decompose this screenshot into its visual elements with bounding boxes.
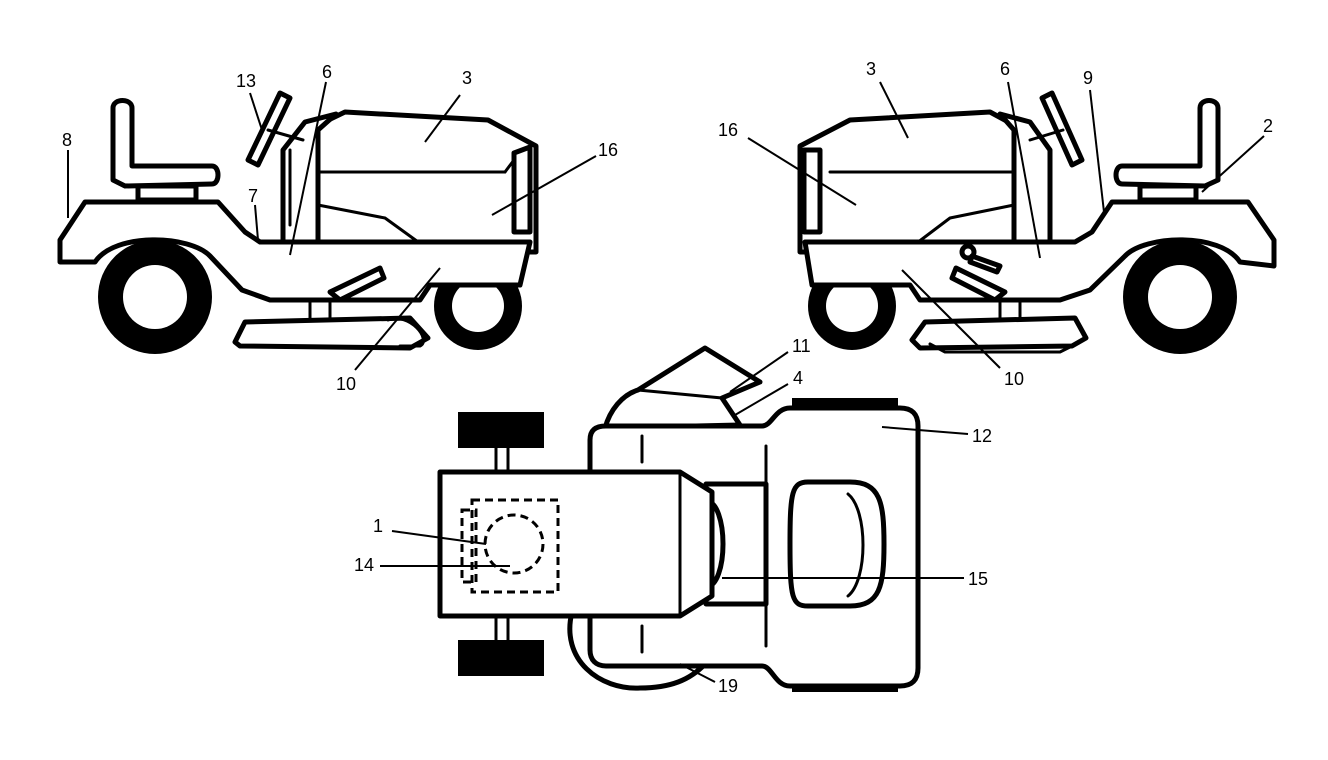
left-view-hood bbox=[315, 109, 539, 255]
leader-left-16 bbox=[491, 155, 597, 216]
callout-right-16: 16 bbox=[718, 120, 738, 140]
leader-right-10 bbox=[901, 269, 1001, 369]
callout-left-7: 7 bbox=[248, 186, 258, 206]
top-view-grass-chute bbox=[602, 345, 763, 431]
callout-right-10: 10 bbox=[1004, 369, 1024, 389]
callout-left-8: 8 bbox=[62, 130, 72, 150]
callout-left-13: 13 bbox=[236, 71, 256, 91]
leader-left-10 bbox=[354, 267, 441, 371]
leader-top-11 bbox=[729, 351, 789, 393]
callout-top-12: 12 bbox=[972, 426, 992, 446]
right-view-hood bbox=[797, 109, 1017, 255]
leader-left-3 bbox=[424, 94, 461, 143]
leader-left-7 bbox=[254, 204, 259, 241]
callout-top-1: 1 bbox=[373, 516, 383, 536]
leader-lines bbox=[67, 81, 1265, 683]
callout-labels: 13 6 3 16 8 7 10 3 6 9 2 16 10 11 4 12 1… bbox=[62, 59, 1273, 696]
left-view-seat bbox=[110, 98, 221, 189]
callout-right-6: 6 bbox=[1000, 59, 1010, 79]
callout-top-15: 15 bbox=[968, 569, 988, 589]
right-view-seat bbox=[1113, 98, 1221, 189]
callout-top-11: 11 bbox=[792, 336, 811, 356]
callout-top-14: 14 bbox=[354, 555, 374, 575]
left-view-body bbox=[57, 199, 533, 303]
leader-right-9 bbox=[1089, 89, 1105, 213]
leader-right-16 bbox=[747, 137, 857, 206]
callout-top-19: 19 bbox=[718, 676, 738, 696]
top-view bbox=[437, 345, 921, 692]
leader-top-12 bbox=[881, 426, 969, 435]
leader-left-13 bbox=[249, 92, 263, 131]
leader-top-1 bbox=[391, 530, 487, 545]
top-view-rear-tire-bottom bbox=[458, 640, 544, 676]
top-view-rear-tire-top bbox=[458, 412, 544, 448]
leader-right-6 bbox=[1007, 81, 1041, 259]
callout-left-16: 16 bbox=[598, 140, 618, 160]
right-view-mower-deck bbox=[909, 315, 1089, 351]
leader-top-19 bbox=[679, 663, 716, 683]
callout-left-10: 10 bbox=[336, 374, 356, 394]
callout-right-2: 2 bbox=[1263, 116, 1273, 136]
top-view-seat bbox=[787, 479, 887, 609]
left-view-mower-deck bbox=[232, 315, 431, 351]
leader-left-6 bbox=[289, 81, 327, 256]
leader-right-2 bbox=[1201, 135, 1265, 193]
callout-right-9: 9 bbox=[1083, 68, 1093, 88]
callout-right-3: 3 bbox=[866, 59, 876, 79]
right-side-view bbox=[797, 90, 1277, 354]
callout-left-3: 3 bbox=[462, 68, 472, 88]
leader-right-3 bbox=[879, 81, 909, 139]
callout-left-6: 6 bbox=[322, 62, 332, 82]
leader-top-4 bbox=[734, 383, 789, 416]
callout-top-4: 4 bbox=[793, 368, 803, 388]
left-side-view bbox=[57, 90, 539, 354]
